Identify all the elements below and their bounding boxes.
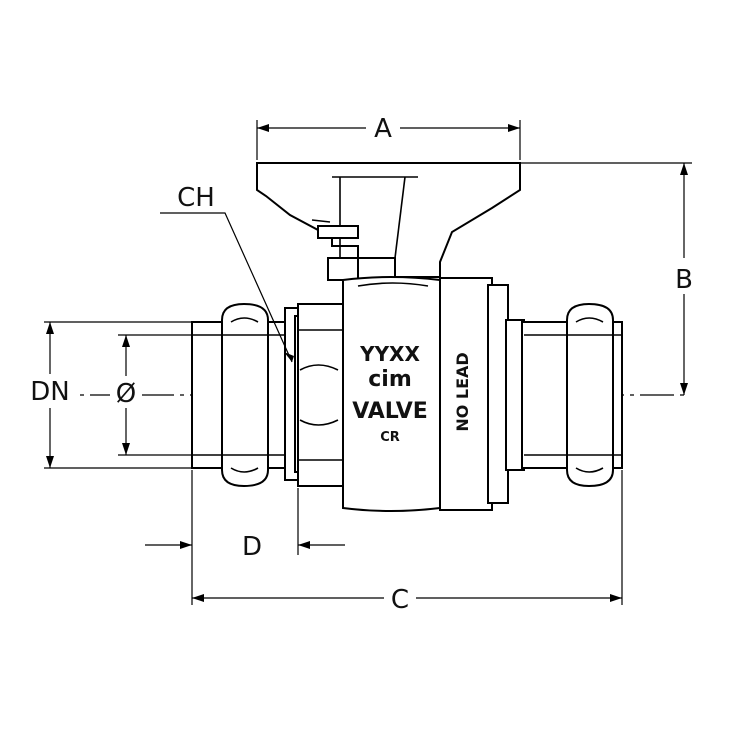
marking-line4: CR: [380, 430, 400, 445]
dimension-c-label: C: [391, 585, 409, 615]
valve-body: [342, 276, 441, 512]
right-press-fitting: [487, 284, 623, 504]
dimension-dn: DN: [22, 321, 192, 469]
dimension-ch: CH: [160, 183, 294, 363]
marking-line2: cim: [368, 367, 412, 392]
left-press-fitting: [191, 302, 306, 488]
marking-side: NO LEAD: [453, 352, 472, 431]
dimension-a-label: A: [374, 114, 392, 144]
butterfly-handle: [256, 162, 521, 278]
left-hex-nut: [297, 303, 344, 487]
dimension-c: C: [191, 470, 623, 615]
dimension-b: B: [520, 162, 698, 395]
dimension-diameter-label: Ø: [116, 379, 136, 409]
dimension-d-label: D: [242, 532, 262, 562]
dimension-diameter: Ø: [110, 334, 192, 456]
dimension-a: A: [256, 112, 521, 160]
valve-stem: [327, 257, 359, 281]
dimension-ch-label: CH: [177, 183, 215, 213]
marking-line3: VALVE: [352, 399, 428, 424]
marking-line1: YYXX: [359, 342, 420, 366]
dimension-dn-label: DN: [30, 377, 69, 407]
dimension-d: D: [145, 488, 345, 562]
dimension-b-label: B: [675, 265, 693, 295]
